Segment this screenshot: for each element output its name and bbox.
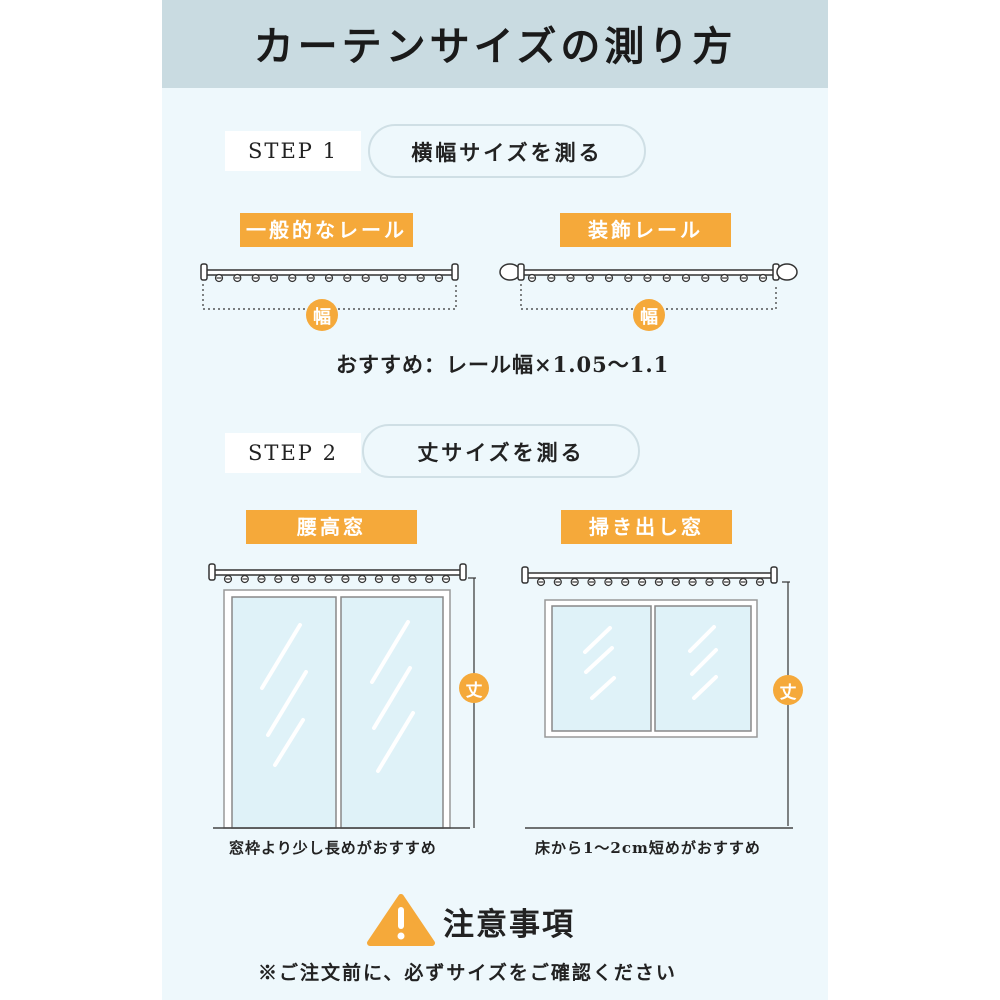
rail-decorative-tag: 装飾レール bbox=[560, 213, 731, 247]
decorative-rail-runners bbox=[527, 273, 768, 283]
step1-label: STEP 1 bbox=[225, 131, 361, 171]
width-badge-general bbox=[306, 299, 338, 331]
header-band bbox=[162, 0, 828, 88]
page-title: カーテンサイズの測り方 bbox=[253, 23, 737, 70]
width-badge-decorative bbox=[633, 299, 665, 331]
step1-heading: 横幅サイズを測る bbox=[368, 124, 646, 178]
length-mark-waist: 丈 bbox=[465, 681, 483, 701]
width-recommendation: おすすめ：レール幅×1.05〜1.1 bbox=[336, 352, 670, 377]
length-badge-sweep bbox=[773, 675, 803, 705]
sweep-window-tag: 掃き出し窓 bbox=[561, 510, 732, 544]
length-badge-waist bbox=[459, 673, 489, 703]
waist-window bbox=[213, 589, 470, 829]
width-mark-general: 幅 bbox=[313, 307, 331, 328]
general-rail-runners bbox=[214, 273, 444, 283]
width-mark-decorative: 幅 bbox=[640, 307, 658, 328]
waist-window-note: 窓枠より少し長めがおすすめ bbox=[229, 839, 437, 857]
waist-window-rail bbox=[208, 563, 467, 581]
caution-heading: 注意事項 bbox=[443, 907, 575, 943]
sweep-window-rail bbox=[521, 566, 778, 584]
sweep-window-note: 床から1〜2cm短めがおすすめ bbox=[535, 839, 761, 857]
waist-window-tag: 腰高窓 bbox=[246, 510, 417, 544]
caution-message: ※ご注文前に、必ずサイズをご確認ください bbox=[258, 962, 677, 984]
sweep-window bbox=[525, 599, 793, 829]
waist-length-line bbox=[468, 577, 476, 828]
sweep-window-runners bbox=[536, 577, 765, 587]
rail-general-tag: 一般的なレール bbox=[240, 213, 413, 247]
step2-label: STEP 2 bbox=[225, 433, 361, 473]
warning-icon bbox=[367, 894, 435, 946]
step2-heading: 丈サイズを測る bbox=[362, 424, 640, 478]
length-mark-sweep: 丈 bbox=[779, 683, 797, 703]
waist-window-runners bbox=[223, 574, 451, 584]
